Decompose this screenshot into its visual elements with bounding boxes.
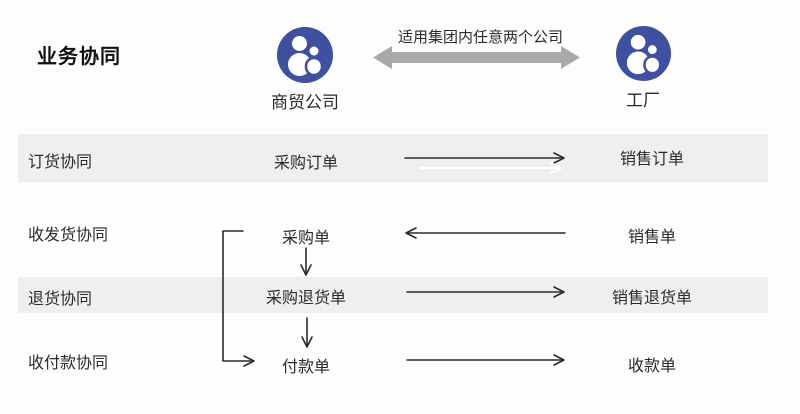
people-icon [277, 27, 333, 83]
entity-label-trading-company: 商贸公司 [271, 93, 339, 112]
row-label-payment-collab: 收付款协同 [28, 355, 109, 372]
arrow-purchase-return-down [301, 317, 313, 348]
doc-purchase-note: 采购单 [281, 230, 331, 247]
entity-trading-company: 商贸公司 [269, 27, 341, 113]
doc-payment-note: 付款单 [281, 359, 331, 376]
row-band-return-collab [18, 277, 768, 313]
entity-factory: 工厂 [607, 26, 679, 111]
doc-sales-order: 销售订单 [619, 151, 685, 168]
entity-label-factory: 工厂 [626, 91, 660, 110]
double-arrow-icon [373, 46, 580, 69]
row-label-order-collab: 订货协同 [28, 154, 93, 171]
row-label-shipping-collab: 收发货协同 [28, 227, 109, 244]
people-icon [615, 26, 671, 81]
arrow-purchase-note-down [300, 247, 312, 276]
doc-sales-return-note: 销售退货单 [611, 290, 693, 307]
arrow-payment-note-to-receipt-note [406, 354, 565, 366]
doc-receipt-note: 收款单 [627, 358, 677, 375]
scope-note: 适用集团内任意两个公司 [398, 29, 564, 46]
arrow-sales-note-to-purchase-note [405, 227, 566, 239]
doc-purchase-order: 采购订单 [273, 155, 339, 172]
row-label-return-collab: 退货协同 [28, 291, 93, 308]
page-title: 业务协同 [37, 46, 121, 68]
row-band-order-collab [18, 134, 768, 182]
doc-purchase-return-note: 采购退货单 [265, 290, 347, 307]
doc-sales-note: 销售单 [627, 229, 677, 246]
